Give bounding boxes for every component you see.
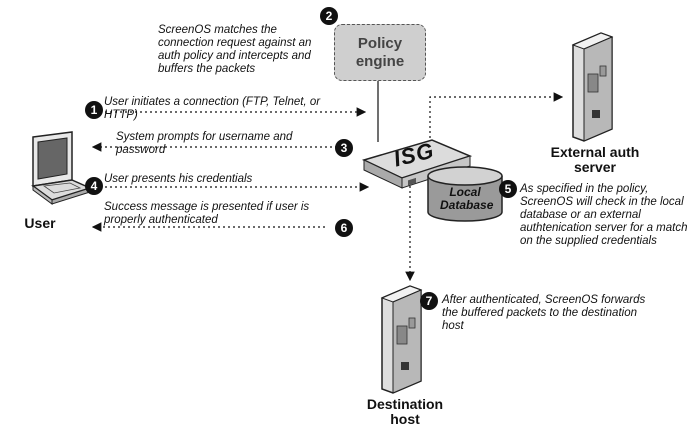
step-3-text: System prompts for username and password: [116, 131, 293, 156]
step-7-badge: 7: [420, 292, 438, 310]
destination-host-label: Destination host: [366, 396, 444, 427]
step-6-badge: 6: [335, 219, 353, 237]
user-label: User: [24, 215, 56, 231]
external-auth-server-label: External auth server: [550, 144, 640, 175]
step-4-badge: 4: [85, 177, 103, 195]
arrow-to-auth-server: [429, 92, 564, 148]
step-6-text: Success message is presented if user is …: [104, 201, 310, 226]
step-1-text: User initiates a connection (FTP, Telnet…: [104, 96, 321, 121]
step-2-badge: 2: [320, 7, 338, 25]
laptop-icon: [31, 131, 93, 205]
step-7-text: After authenticated, ScreenOS forwards t…: [442, 294, 646, 332]
local-database-label: Local Database: [440, 185, 494, 212]
policy-engine-box: Policy engine: [334, 24, 426, 81]
step-5-badge: 5: [499, 180, 517, 198]
step-5-text: As specified in the policy, ScreenOS wil…: [520, 183, 688, 247]
step-1-badge: 1: [85, 101, 103, 119]
step-4-text: User presents his credentials: [104, 173, 253, 185]
step-3-badge: 3: [335, 139, 353, 157]
local-database-icon: [427, 166, 503, 222]
policy-engine-label: Policy engine: [355, 34, 405, 70]
external-auth-server-icon: [571, 32, 614, 142]
destination-host-icon: [380, 285, 423, 394]
step-2-text: ScreenOS matches the connection request …: [158, 24, 312, 75]
